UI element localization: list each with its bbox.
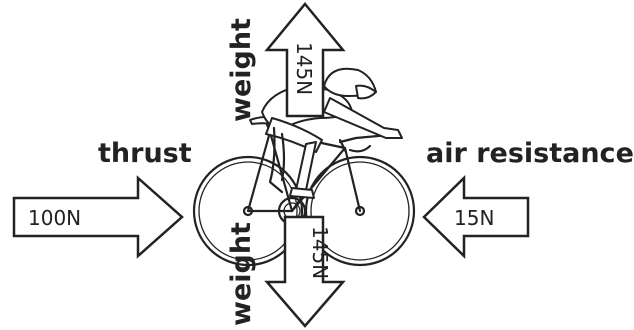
thrust-label: thrust <box>98 138 192 169</box>
weight-bottom-force: 145N weight <box>226 215 346 328</box>
thrust-arrow <box>12 175 184 259</box>
air-resistance-arrow <box>422 175 530 259</box>
air-resistance-force: air resistance 15N <box>422 138 634 259</box>
weight-bottom-arrow <box>264 215 346 328</box>
weight-bottom-value: 145N <box>308 226 332 279</box>
air-resistance-label: air resistance <box>426 138 634 169</box>
air-resistance-value: 15N <box>454 206 494 230</box>
rear-wheel <box>192 155 304 267</box>
weight-bottom-label: weight <box>226 222 257 326</box>
cyclist-on-bicycle-icon <box>192 67 416 267</box>
weight-top-value: 145N <box>292 42 316 95</box>
thrust-value: 100N <box>28 206 81 230</box>
rider <box>261 67 403 199</box>
weight-top-label: weight <box>226 18 257 122</box>
weight-top-arrow <box>264 2 346 118</box>
thrust-force: thrust 100N <box>12 138 192 259</box>
weight-top-force: 145N weight <box>226 2 346 122</box>
